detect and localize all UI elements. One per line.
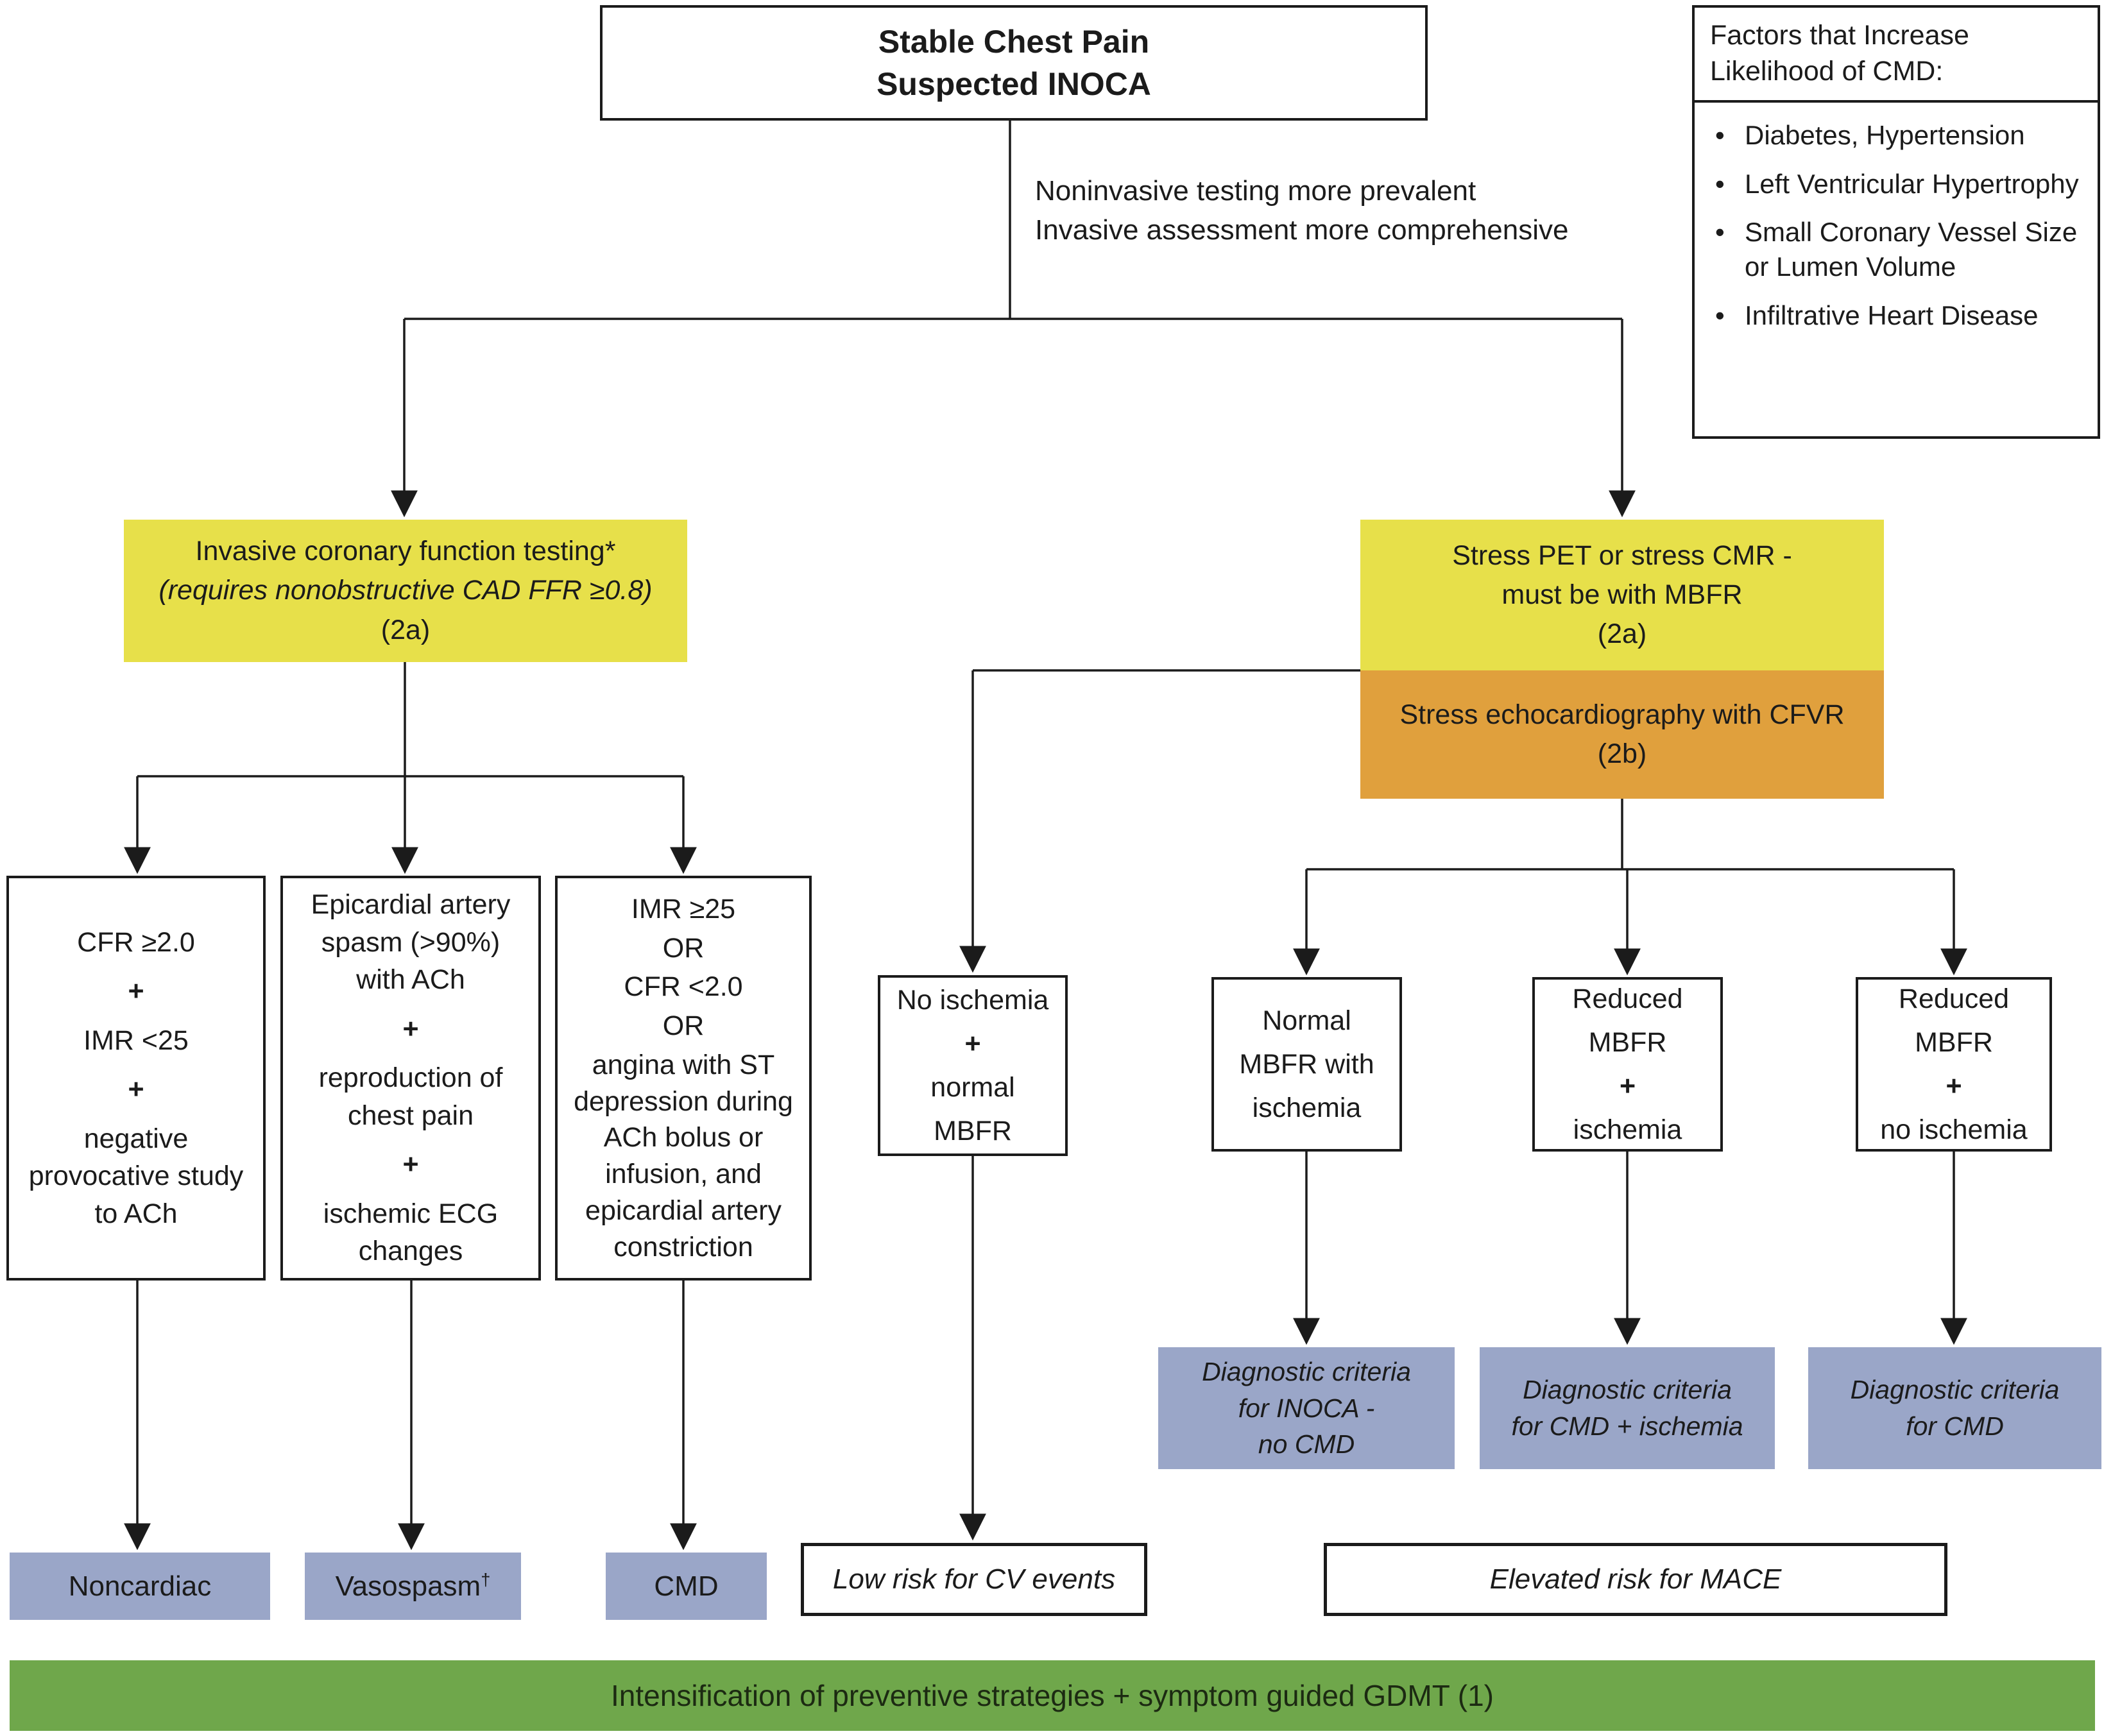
plus-separator: + (1619, 1071, 1636, 1102)
stress-pet-cmr-box: Stress PET or stress CMR - must be with … (1360, 520, 1884, 670)
invasive-testing-line: (2a) (381, 614, 431, 645)
diagnostic-box-cmd-ischemia: Diagnostic criteria for CMD + ischemia (1480, 1347, 1775, 1469)
plus-separator: + (402, 1013, 419, 1044)
result-line: Normal (1262, 1005, 1351, 1036)
result-line: no ischemia (1880, 1114, 2028, 1146)
result-line: MBFR (1588, 1026, 1667, 1058)
dagger-footnote-mark: † (481, 1569, 491, 1589)
criteria-box-vasospasm: Epicardial artery spasm (>90%) with ACh … (280, 876, 541, 1281)
cmd-factor-item: Left Ventricular Hypertrophy (1707, 167, 2087, 201)
plus-separator: + (1946, 1071, 1962, 1102)
stress-echo-line: Stress echocardiography with CFVR (1399, 699, 1845, 730)
result-box-reduced-mbfr-ischemia: Reduced MBFR + ischemia (1532, 977, 1723, 1152)
start-box-line: Stable Chest Pain (878, 24, 1150, 60)
diagnostic-line: Diagnostic criteria (1202, 1357, 1411, 1387)
or-separator: OR (662, 1010, 705, 1041)
criteria-line: CFR ≥2.0 (77, 926, 195, 958)
stress-echo-box: Stress echocardiography with CFVR (2b) (1360, 670, 1884, 799)
invasive-testing-line: (requires nonobstructive CAD FFR ≥0.8) (158, 575, 653, 606)
stress-pet-line: must be with MBFR (1501, 579, 1743, 610)
result-line: normal (930, 1072, 1015, 1103)
outcome-vasospasm-label: Vasospasm (335, 1570, 481, 1602)
criteria-line: Epicardial artery spasm (>90%) with ACh (311, 889, 511, 996)
result-line: Reduced (1898, 983, 2010, 1014)
cmd-factor-item: Diabetes, Hypertension (1707, 118, 2087, 153)
diagnostic-line: for INOCA - (1238, 1393, 1375, 1423)
diagnostic-line: no CMD (1258, 1429, 1355, 1459)
diagnostic-box-cmd: Diagnostic criteria for CMD (1808, 1347, 2101, 1469)
result-line: MBFR (1915, 1026, 1993, 1058)
outcome-elevated-risk: Elevated risk for MACE (1324, 1543, 1947, 1616)
cmd-factors-title: Factors that Increase Likelihood of CMD: (1695, 8, 2098, 103)
criteria-box-noncardiac: CFR ≥2.0 + IMR <25 + negative provocativ… (6, 876, 266, 1281)
diagnostic-box-inoca-no-cmd: Diagnostic criteria for INOCA - no CMD (1158, 1347, 1455, 1469)
plus-separator: + (964, 1028, 981, 1059)
main-branch (391, 120, 1636, 518)
result-line: MBFR (934, 1116, 1012, 1147)
criteria-line: angina with ST depression during ACh bol… (574, 1049, 793, 1263)
outcome-low-risk: Low risk for CV events (801, 1543, 1147, 1616)
cmd-factors-list: Diabetes, Hypertension Left Ventricular … (1695, 103, 2098, 352)
plus-separator: + (128, 1074, 144, 1105)
stress-pet-line: Stress PET or stress CMR - (1452, 540, 1792, 571)
diagnostic-line: for CMD (1906, 1411, 2004, 1441)
or-separator: OR (662, 932, 705, 964)
criteria-line: IMR ≥25 (631, 893, 736, 924)
result-box-reduced-mbfr-no-ischemia: Reduced MBFR + no ischemia (1856, 977, 2052, 1152)
criteria-line: reproduction of chest pain (318, 1062, 503, 1131)
outcome-noncardiac: Noncardiac (10, 1553, 270, 1620)
plus-separator: + (402, 1149, 419, 1180)
result-line: ischemia (1573, 1114, 1682, 1146)
branch-annotation: Noninvasive testing more prevalent Invas… (1035, 172, 1568, 250)
footer-treatment-bar: Intensification of preventive strategies… (10, 1660, 2095, 1731)
start-box-line: Suspected INOCA (877, 66, 1151, 102)
outcome-vasospasm: Vasospasm† (305, 1553, 521, 1620)
annotation-line: Noninvasive testing more prevalent (1035, 175, 1476, 207)
criteria-line: CFR <2.0 (624, 971, 743, 1003)
outcome-cmd: CMD (606, 1553, 767, 1620)
criteria-line: negative provocative study to ACh (28, 1123, 244, 1229)
annotation-line: Invasive assessment more comprehensive (1035, 214, 1569, 246)
diagnostic-line: Diagnostic criteria (1523, 1375, 1732, 1405)
criteria-line: IMR <25 (83, 1025, 189, 1056)
invasive-testing-box: Invasive coronary function testing* (req… (124, 520, 687, 662)
invasive-branch (124, 662, 697, 1551)
result-line: MBFR with (1239, 1048, 1374, 1080)
criteria-line: ischemic ECG changes (323, 1198, 499, 1267)
start-box: Stable Chest Pain Suspected INOCA (600, 5, 1428, 121)
criteria-box-cmd: IMR ≥25 OR CFR <2.0 OR angina with ST de… (555, 876, 812, 1281)
result-line: ischemia (1252, 1093, 1362, 1124)
noninvasive-branch (959, 669, 1967, 1541)
cmd-factors-box: Factors that Increase Likelihood of CMD:… (1692, 5, 2100, 439)
result-box-no-ischemia: No ischemia + normal MBFR (878, 975, 1068, 1156)
cmd-factor-item: Small Coronary Vessel Size or Lumen Volu… (1707, 215, 2087, 284)
plus-separator: + (128, 976, 144, 1007)
stress-echo-line: (2b) (1597, 738, 1647, 769)
footer-treatment-label: Intensification of preventive strategies… (611, 1679, 1494, 1712)
invasive-testing-line: Invasive coronary function testing* (195, 536, 616, 567)
diagnostic-line: for CMD + ischemia (1511, 1411, 1743, 1441)
result-line: No ischemia (896, 984, 1049, 1016)
result-box-normal-mbfr-ischemia: Normal MBFR with ischemia (1211, 977, 1402, 1152)
diagnostic-line: Diagnostic criteria (1850, 1375, 2060, 1405)
stress-pet-line: (2a) (1597, 618, 1647, 650)
result-line: Reduced (1572, 983, 1683, 1014)
cmd-factor-item: Infiltrative Heart Disease (1707, 298, 2087, 333)
